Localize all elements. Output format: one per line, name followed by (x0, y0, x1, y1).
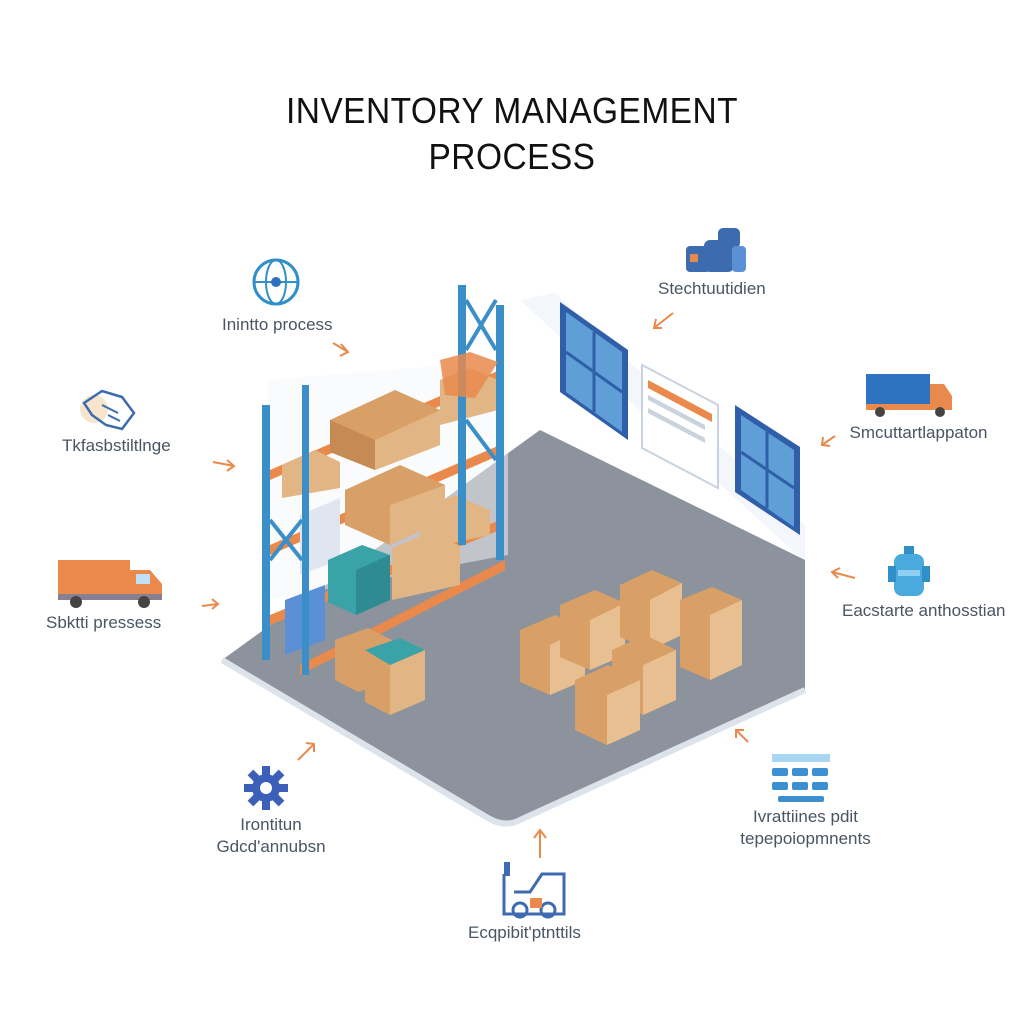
database-icon (772, 754, 830, 802)
step-label-line-1: Ivrattiines pdit (753, 807, 858, 826)
handshake-icon (80, 389, 136, 431)
step-label: Smcuttartlappaton (849, 423, 988, 442)
arrow-1 (332, 342, 350, 357)
step-label-line-1: Irontitun (240, 815, 302, 834)
step-label: Sbktti pressess (46, 613, 162, 632)
window-left (560, 302, 628, 440)
arrow-6 (735, 729, 749, 743)
delivery-truck-icon (866, 374, 952, 417)
window-right (735, 405, 800, 535)
arrow-9 (652, 312, 674, 329)
step-intro-process: Inintto process (222, 256, 342, 336)
arrow-8 (820, 435, 836, 447)
step-label-line-2: tepepoiopmnents (740, 829, 871, 848)
step-accumulation: Smcuttartlappaton (846, 370, 991, 444)
wall-board (641, 363, 719, 490)
truck-icon (58, 560, 162, 608)
step-label: Tkfasbstiltlnge (62, 436, 171, 455)
globe-icon (252, 258, 300, 306)
step-inventories: Ivrattiines pdit tepepoiopmnents (738, 752, 873, 850)
step-handshake: Tkfasbstiltlnge (62, 385, 202, 457)
step-label-line-2: Gdcd'annubsn (216, 837, 326, 856)
step-equipment: Ecqpibit'ptnttils (468, 860, 598, 944)
gear-icon (244, 766, 288, 810)
arrow-5 (533, 828, 547, 858)
step-label: Ecqpibit'ptnttils (468, 923, 581, 942)
step-information: Irontitun Gdcd'annubsn (216, 762, 326, 858)
title-line-2: PROCESS (428, 136, 596, 177)
arrow-7 (830, 567, 856, 579)
step-label: Stechtuutidien (658, 279, 766, 298)
arrow-3 (201, 598, 220, 610)
forklift-icon (502, 862, 566, 919)
title-line-1: INVENTORY MANAGEMENT (285, 90, 739, 131)
step-label: Eacstarte anthosstian (842, 601, 1006, 620)
flow-arrows (201, 312, 856, 858)
warehouse-floor (222, 430, 805, 824)
tank-icon (888, 546, 930, 596)
open-box (335, 628, 425, 715)
page-title: INVENTORY MANAGEMENT PROCESS (36, 88, 988, 180)
arrow-4 (297, 742, 315, 761)
containers-icon (686, 228, 746, 272)
floor-boxes (520, 570, 742, 745)
step-estimate: Eacstarte anthosstian (842, 544, 1005, 622)
arrow-2 (212, 459, 236, 472)
step-stock-distribution: Stechtuutidien (658, 222, 778, 300)
step-label: Inintto process (222, 315, 333, 334)
step-shipping-process: Sbktti pressess (46, 552, 176, 634)
